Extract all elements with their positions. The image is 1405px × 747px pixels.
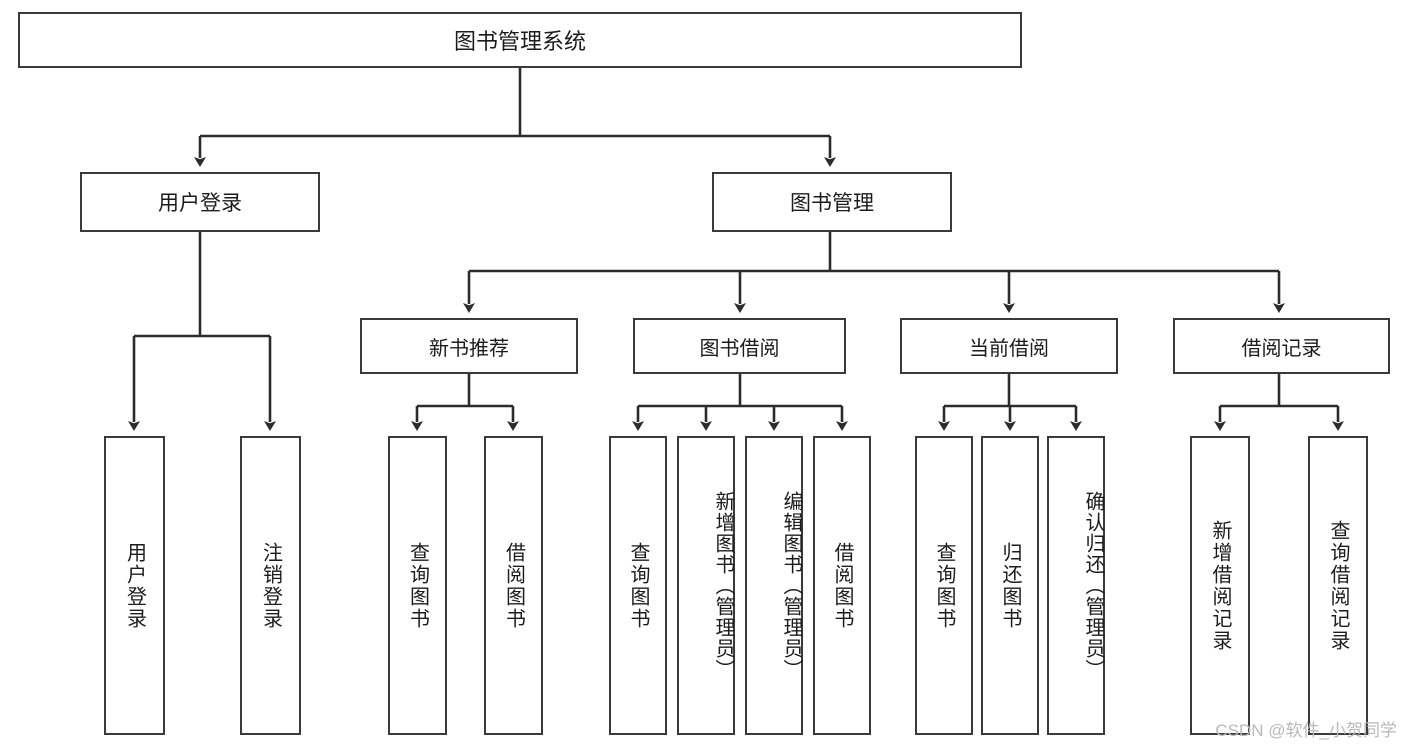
watermark-text: CSDN @软件_小贺同学: [1215, 721, 1397, 740]
leaf-query-book-recommend[interactable]: 查询图书: [388, 436, 447, 735]
node-book-management[interactable]: 图书管理: [712, 172, 952, 232]
leaf-borrow-book-recommend[interactable]: 借阅图书: [484, 436, 543, 735]
leaf-borrow-book[interactable]: 借阅图书: [813, 436, 871, 735]
leaf-edit-book-admin[interactable]: 编辑图书（管理员）: [745, 436, 803, 735]
leaf-query-book-current[interactable]: 查询图书: [915, 436, 973, 735]
leaf-query-book-borrow[interactable]: 查询图书: [609, 436, 667, 735]
leaf-return-book[interactable]: 归还图书: [981, 436, 1039, 735]
node-borrow-record[interactable]: 借阅记录: [1173, 318, 1390, 374]
node-user-login[interactable]: 用户登录: [80, 172, 320, 232]
leaf-add-borrow-record[interactable]: 新增借阅记录: [1190, 436, 1250, 735]
node-root-system[interactable]: 图书管理系统: [18, 12, 1022, 68]
leaf-query-borrow-record[interactable]: 查询借阅记录: [1308, 436, 1368, 735]
leaf-confirm-return-admin[interactable]: 确认归还（管理员）: [1047, 436, 1105, 735]
node-book-borrow[interactable]: 图书借阅: [633, 318, 846, 374]
node-current-borrow[interactable]: 当前借阅: [900, 318, 1118, 374]
leaf-user-login[interactable]: 用户登录: [104, 436, 165, 735]
leaf-logout[interactable]: 注销登录: [240, 436, 301, 735]
leaf-add-book-admin[interactable]: 新增图书（管理员）: [677, 436, 735, 735]
node-new-book-recommend[interactable]: 新书推荐: [360, 318, 578, 374]
